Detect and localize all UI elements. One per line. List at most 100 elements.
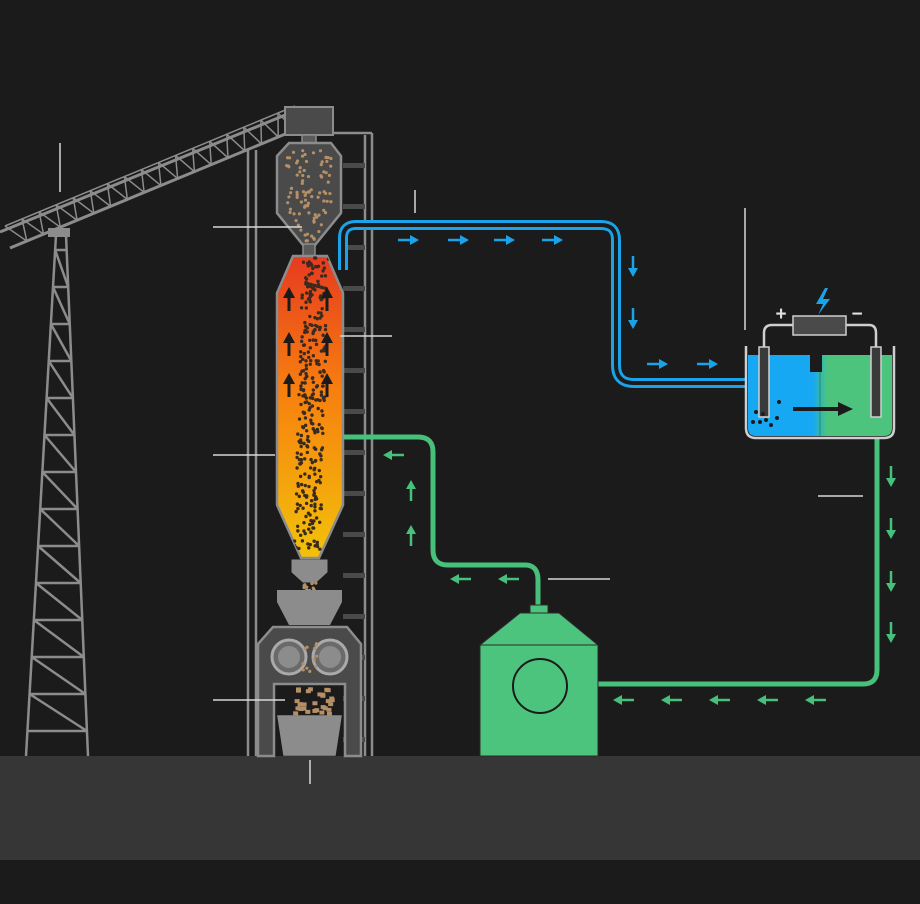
ore-particle xyxy=(303,343,306,346)
ore-particle xyxy=(322,261,325,264)
arrow-up-icon xyxy=(406,525,416,546)
ore-particle xyxy=(299,350,302,353)
ore-particle xyxy=(296,193,299,196)
ore-particle xyxy=(315,343,318,346)
ore-particle xyxy=(299,373,302,376)
ore-particle xyxy=(296,525,299,528)
ore-particle xyxy=(305,396,308,399)
ore-particle xyxy=(303,584,306,587)
ore-particle xyxy=(312,287,315,290)
ore-particle xyxy=(308,476,311,479)
ore-particle xyxy=(301,293,304,296)
ore-particle xyxy=(301,662,304,665)
ore-particle xyxy=(311,582,314,585)
gas-bubble xyxy=(761,412,765,416)
ore-particle xyxy=(328,192,331,195)
ore-particle xyxy=(304,424,307,427)
ore-particle xyxy=(315,362,318,365)
ore-particle xyxy=(304,281,307,284)
ore-particle xyxy=(311,267,314,270)
ore-particle xyxy=(303,472,306,475)
ore-particle xyxy=(318,328,321,331)
arrow-right-icon xyxy=(448,235,469,245)
ore-particle xyxy=(312,388,315,391)
ore-particle xyxy=(292,212,295,215)
ore-particle xyxy=(312,586,315,589)
ore-particle xyxy=(298,212,301,215)
ore-particle xyxy=(304,276,307,279)
ore-particle xyxy=(307,546,310,549)
ore-particle xyxy=(313,472,316,475)
ore-particle xyxy=(306,233,309,236)
ore-particle xyxy=(313,328,316,331)
ore-particle xyxy=(298,170,301,173)
ore-particle xyxy=(328,174,331,177)
ore-particle xyxy=(295,492,298,495)
ore-particle xyxy=(307,211,310,214)
ore-particle xyxy=(319,174,322,177)
water-return-pipe xyxy=(598,438,877,684)
ore-particle xyxy=(314,665,317,668)
arrow-down-icon xyxy=(886,466,896,487)
ore-particle xyxy=(311,397,314,400)
arrow-down-icon xyxy=(886,571,896,592)
ore-particle xyxy=(306,435,309,438)
ore-particle xyxy=(312,468,315,471)
gas-bubble xyxy=(777,400,781,404)
ore-particle xyxy=(299,475,302,478)
ore-particle xyxy=(313,658,316,661)
ore-particle xyxy=(324,192,327,195)
ore-particle xyxy=(321,384,324,387)
condenser-unit xyxy=(480,605,598,756)
ore-particle xyxy=(319,475,322,478)
ore-particle xyxy=(306,445,309,448)
arrow-right-icon xyxy=(494,235,515,245)
ore-particle xyxy=(306,239,309,242)
ore-particle xyxy=(321,414,324,417)
ore-particle xyxy=(304,515,307,518)
ore-particle xyxy=(307,273,310,276)
ore-particle xyxy=(319,311,322,314)
ore-particle xyxy=(302,388,305,391)
ore-chunk xyxy=(324,688,329,692)
ore-particle xyxy=(317,283,320,286)
ore-particle xyxy=(320,374,323,377)
ore-particle xyxy=(303,321,306,324)
ore-chunk xyxy=(319,711,324,715)
ore-particle xyxy=(304,372,307,375)
ore-particle xyxy=(321,334,324,337)
electrolyzer: + − xyxy=(746,288,894,438)
ore-particle xyxy=(318,399,321,402)
ore-particle xyxy=(309,346,312,349)
ore-particle xyxy=(301,425,304,428)
ore-particle xyxy=(327,180,330,183)
positive-terminal-label: + xyxy=(775,304,786,325)
ore-particle xyxy=(308,315,311,318)
ore-chunk xyxy=(320,693,325,697)
ore-particle xyxy=(313,509,316,512)
ore-particle xyxy=(302,668,305,671)
ore-particle xyxy=(329,157,332,160)
ore-particle xyxy=(304,484,307,487)
ore-particle xyxy=(316,428,319,431)
ore-particle xyxy=(316,196,319,199)
ore-particle xyxy=(310,421,313,424)
ore-particle xyxy=(309,363,312,366)
ore-particle xyxy=(302,410,305,413)
ore-particle xyxy=(314,582,317,585)
ore-particle xyxy=(297,224,300,227)
ore-particle xyxy=(316,541,319,544)
ore-particle xyxy=(305,502,308,505)
ore-particle xyxy=(316,384,319,387)
ore-chunk xyxy=(305,710,310,714)
ore-particle xyxy=(298,495,301,498)
arrow-left-icon xyxy=(805,695,826,705)
gas-bubble xyxy=(751,420,755,424)
ore-particle xyxy=(297,393,300,396)
ore-particle xyxy=(308,402,311,405)
ore-chunk xyxy=(293,711,298,715)
ore-particle xyxy=(296,529,299,532)
ore-particle xyxy=(305,667,308,670)
ground xyxy=(0,756,920,860)
ore-particle xyxy=(287,195,290,198)
